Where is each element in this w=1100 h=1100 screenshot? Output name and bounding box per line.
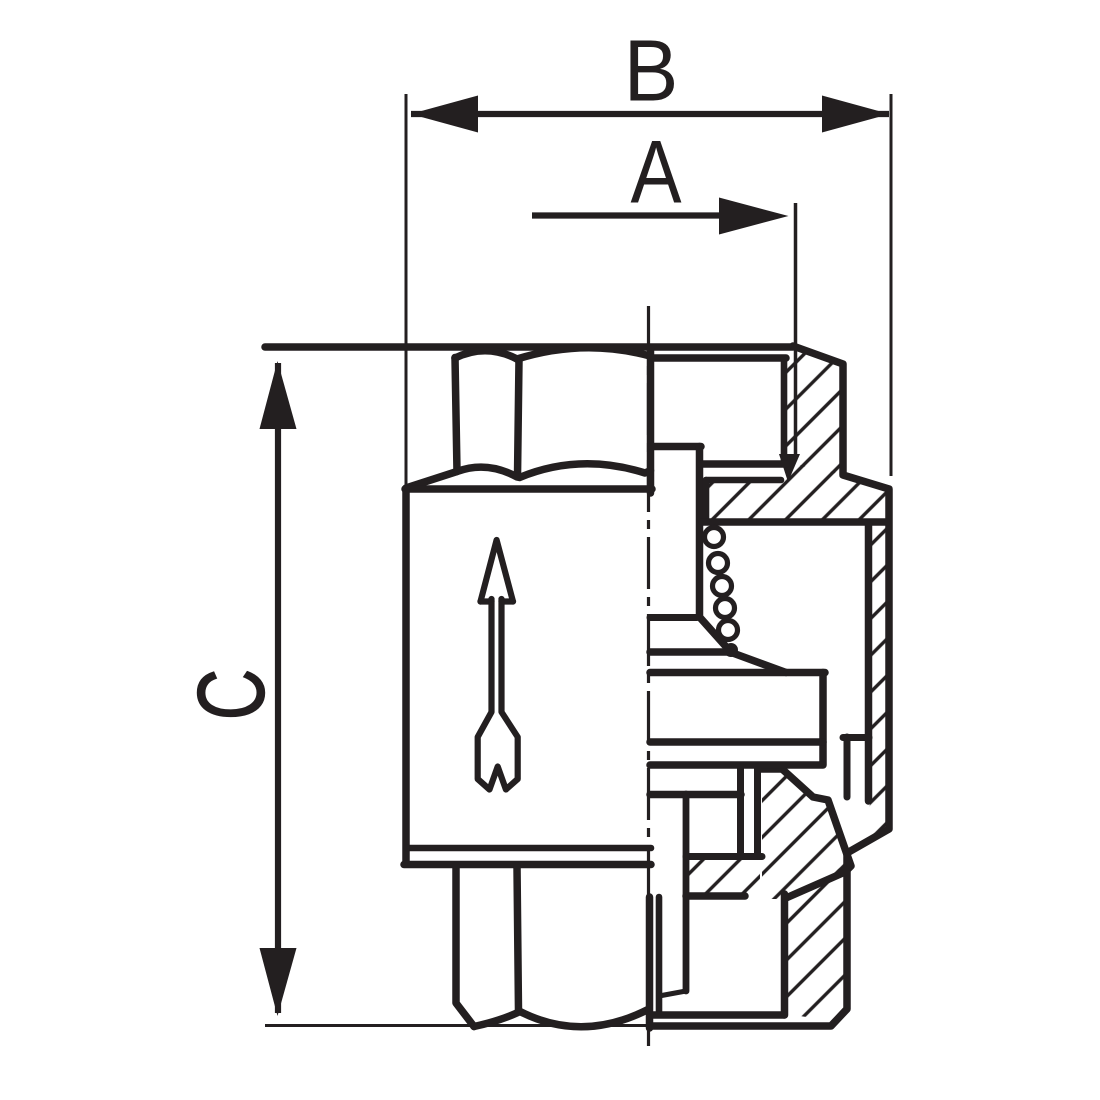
svg-text:B: B	[624, 22, 679, 119]
svg-text:A: A	[630, 122, 682, 222]
svg-text:C: C	[178, 669, 284, 720]
